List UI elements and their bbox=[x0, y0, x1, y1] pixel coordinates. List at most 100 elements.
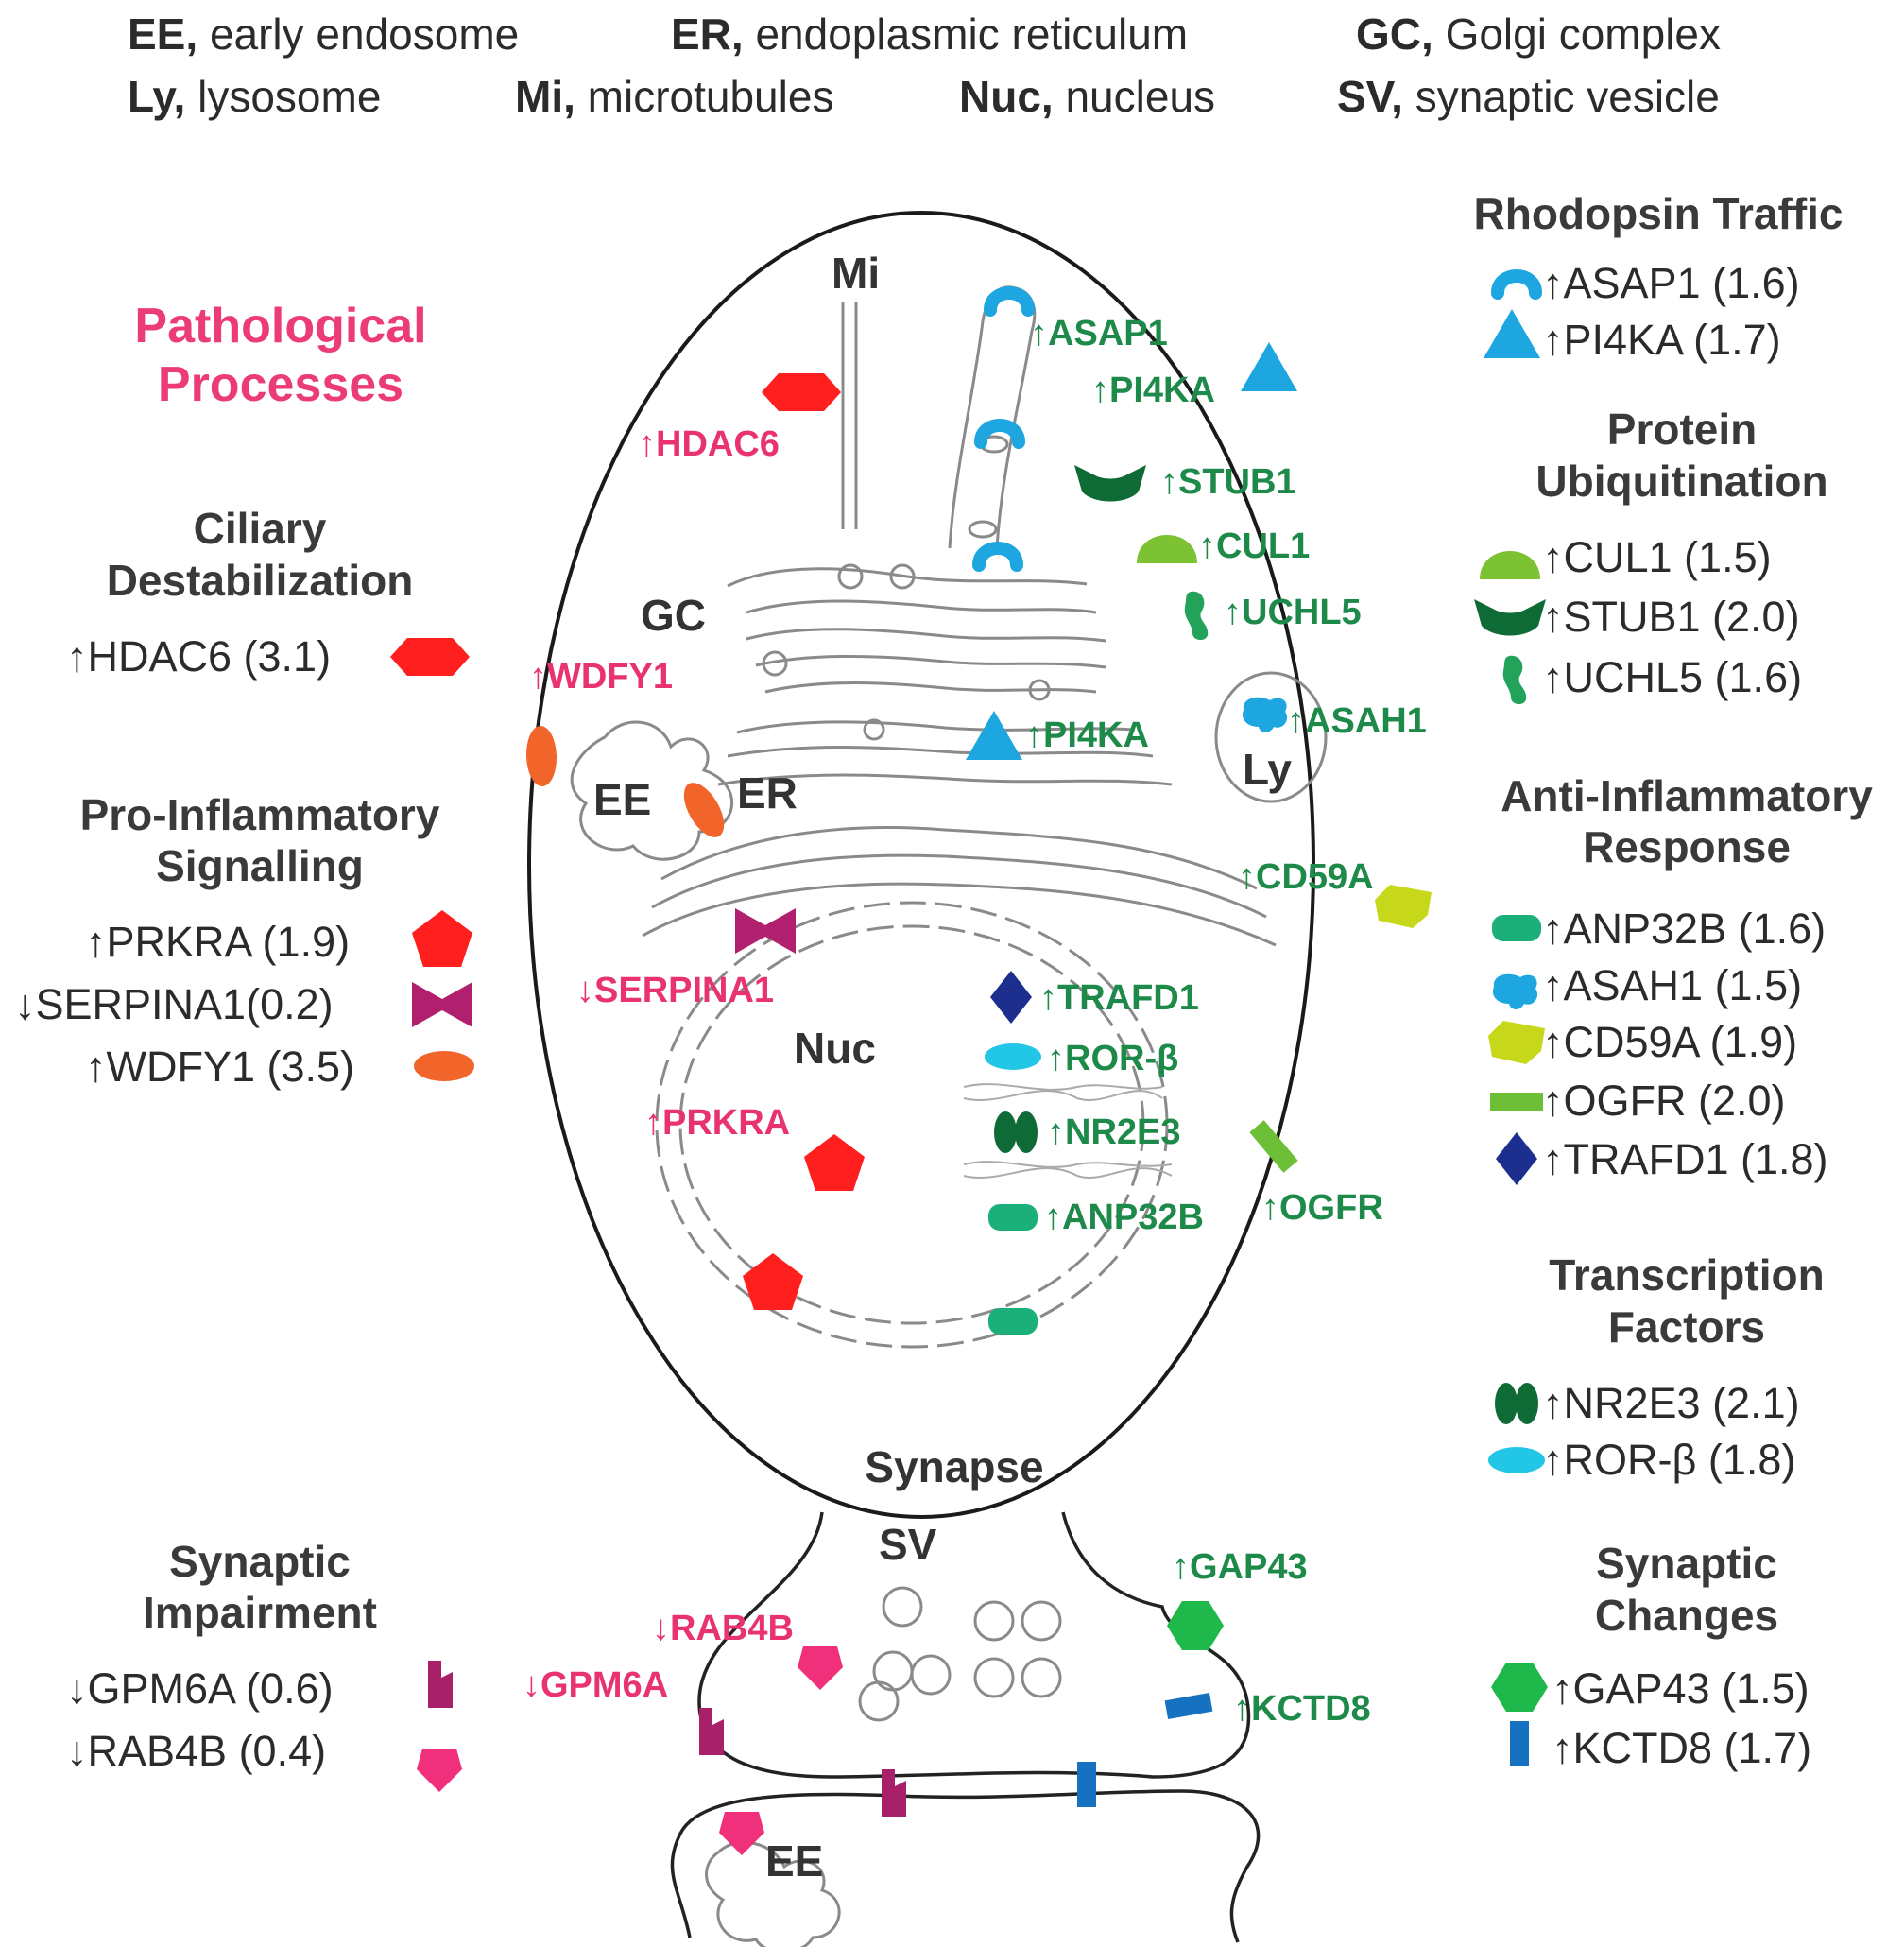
synchg-heading-1: Synaptic bbox=[1596, 1539, 1777, 1588]
wdfy1-legend-icon bbox=[414, 1051, 474, 1081]
legend-gap43: ↑GAP43 (1.5) bbox=[1552, 1664, 1810, 1713]
legend-pi4ka: ↑PI4KA (1.7) bbox=[1542, 316, 1781, 364]
label-synapse-ee: EE bbox=[765, 1836, 823, 1886]
cell-label-ogfr: ↑OGFR bbox=[1261, 1188, 1383, 1228]
cell-label-trafd1: ↑TRAFD1 bbox=[1039, 978, 1199, 1018]
gap43-glyph bbox=[1167, 1601, 1224, 1650]
cell-label-hdac6: ↑HDAC6 bbox=[638, 424, 780, 464]
ror-glyph bbox=[985, 1043, 1041, 1070]
stub1-legend-icon bbox=[1474, 599, 1546, 636]
ogfr-glyph bbox=[1249, 1120, 1298, 1173]
asap1-glyph bbox=[990, 293, 1028, 310]
antiinf-heading-1: Anti-Inflammatory bbox=[1501, 771, 1873, 820]
legend-asah1: ↑ASAH1 (1.5) bbox=[1542, 961, 1802, 1009]
pi4ka-glyph bbox=[966, 711, 1022, 760]
legend-trafd1: ↑TRAFD1 (1.8) bbox=[1542, 1135, 1828, 1183]
postsynaptic-membrane bbox=[670, 1789, 1261, 1943]
pi4ka-glyph bbox=[1241, 342, 1297, 391]
legend-rab4b: ↓RAB4B (0.4) bbox=[66, 1727, 326, 1775]
legend-nr2e3: ↑NR2E3 (2.1) bbox=[1542, 1379, 1800, 1427]
rhodopsin-heading: Rhodopsin Traffic bbox=[1474, 189, 1844, 238]
cd59a-glyph bbox=[1375, 885, 1432, 928]
synapse-label-kctd8: ↑KCTD8 bbox=[1233, 1689, 1371, 1729]
legend-hdac6: ↑HDAC6 (3.1) bbox=[66, 632, 331, 681]
pathological-title-1: Pathological bbox=[134, 299, 426, 353]
cell-label-nr2e3: ↑NR2E3 bbox=[1047, 1112, 1181, 1152]
prkra-glyph bbox=[743, 1253, 803, 1310]
cd59a-legend-icon bbox=[1488, 1021, 1545, 1064]
abbreviation-legend: EE, early endosome ER, endoplasmic retic… bbox=[128, 9, 1721, 121]
rab4b-legend-icon bbox=[417, 1749, 462, 1792]
abbr-ee: EE, early endosome bbox=[128, 9, 519, 59]
asah1-glyph bbox=[1242, 697, 1288, 732]
kctd8-legend-icon bbox=[1510, 1721, 1529, 1766]
gpm6a-legend-icon bbox=[428, 1661, 453, 1708]
trafd1-glyph bbox=[990, 971, 1032, 1024]
abbr-ly: Ly, lysosome bbox=[128, 72, 381, 121]
legend-cul1: ↑CUL1 (1.5) bbox=[1542, 533, 1772, 581]
synapse: Synapse SV EE ↓RAB4B ↓GPM6A ↑GAP43 ↑KCTD… bbox=[523, 1442, 1371, 1947]
ubiq-heading-2: Ubiquitination bbox=[1535, 457, 1827, 506]
synapse-label-gap43: ↑GAP43 bbox=[1172, 1547, 1308, 1587]
legend-ror: ↑ROR-β (1.8) bbox=[1542, 1436, 1795, 1484]
cell-label-uchl5: ↑UCHL5 bbox=[1224, 593, 1362, 632]
antiinf-heading-2: Response bbox=[1583, 822, 1791, 871]
cul1-glyph bbox=[1137, 535, 1197, 563]
serpina1-glyph bbox=[735, 908, 796, 954]
asap1-glyph bbox=[979, 548, 1017, 565]
legend-ogfr: ↑OGFR (2.0) bbox=[1542, 1077, 1786, 1125]
trafd1-legend-icon bbox=[1496, 1132, 1537, 1185]
label-sv: SV bbox=[879, 1520, 937, 1569]
synapse-title: Synapse bbox=[865, 1442, 1043, 1491]
early-endosome-shape bbox=[570, 720, 733, 861]
asah1-legend-icon bbox=[1492, 974, 1538, 1009]
rab4b-glyph bbox=[719, 1812, 764, 1855]
legend-gpm6a: ↓GPM6A (0.6) bbox=[66, 1664, 334, 1713]
label-ee: EE bbox=[593, 775, 651, 824]
gpm6a-glyph bbox=[699, 1708, 724, 1755]
cell-label-pi4ka-mid: ↑PI4KA bbox=[1025, 715, 1149, 755]
cell-label-anp32b: ↑ANP32B bbox=[1044, 1197, 1204, 1237]
cul1-legend-icon bbox=[1480, 551, 1540, 579]
anp32b-glyph bbox=[988, 1204, 1038, 1231]
synimp-heading-1: Synaptic bbox=[169, 1537, 351, 1586]
legend-serpina1: ↓SERPINA1(0.2) bbox=[14, 980, 334, 1028]
abbr-er: ER, endoplasmic reticulum bbox=[671, 9, 1188, 59]
synapse-label-gpm6a: ↓GPM6A bbox=[523, 1665, 668, 1705]
cell-label-stub1: ↑STUB1 bbox=[1160, 462, 1296, 502]
nr2e3-legend-icon bbox=[1495, 1383, 1538, 1424]
label-ly: Ly bbox=[1243, 745, 1292, 794]
anp32b-legend-icon bbox=[1492, 915, 1541, 941]
asap1-legend-icon bbox=[1498, 276, 1535, 293]
rab4b-glyph bbox=[798, 1646, 843, 1690]
pathological-title-2: Processes bbox=[158, 357, 403, 412]
synapse-label-rab4b: ↓RAB4B bbox=[652, 1609, 794, 1648]
anp32b-glyph bbox=[988, 1308, 1038, 1335]
cell: Mi GC EE ER Ly Nuc ↑ASAP1 ↑PI4KA ↑HDAC6 … bbox=[524, 211, 1432, 1519]
abbr-mi: Mi, microtubules bbox=[515, 72, 833, 121]
serpina1-legend-icon bbox=[412, 982, 472, 1027]
cell-label-asah1: ↑ASAH1 bbox=[1287, 701, 1427, 741]
right-legend: Rhodopsin Traffic ↑ASAP1 (1.6) ↑PI4KA (1… bbox=[1474, 189, 1874, 1772]
hdac6-glyph bbox=[762, 373, 841, 411]
ubiq-heading-1: Protein bbox=[1607, 405, 1757, 454]
pi4ka-legend-icon bbox=[1484, 309, 1540, 358]
ciliary-heading-2: Destabilization bbox=[107, 556, 414, 605]
synaptic-vesicles bbox=[858, 1586, 1062, 1722]
legend-anp32b: ↑ANP32B (1.6) bbox=[1542, 905, 1826, 953]
prkra-glyph bbox=[804, 1134, 865, 1191]
ror-legend-icon bbox=[1488, 1447, 1545, 1473]
endoplasmic-reticulum bbox=[642, 718, 1277, 947]
transcription-heading-2: Factors bbox=[1608, 1302, 1765, 1352]
proinf-heading-1: Pro-Inflammatory bbox=[80, 790, 440, 839]
stub1-glyph bbox=[1074, 465, 1146, 502]
label-nuc: Nuc bbox=[794, 1024, 876, 1073]
legend-asap1: ↑ASAP1 (1.6) bbox=[1542, 259, 1800, 307]
cell-label-wdfy1: ↑WDFY1 bbox=[529, 657, 673, 697]
hdac6-legend-icon bbox=[390, 638, 470, 676]
ciliary-heading-1: Ciliary bbox=[194, 504, 327, 553]
wdfy1-glyph bbox=[676, 776, 732, 844]
kctd8-glyph bbox=[1164, 1692, 1213, 1720]
nr2e3-glyph bbox=[994, 1111, 1038, 1153]
